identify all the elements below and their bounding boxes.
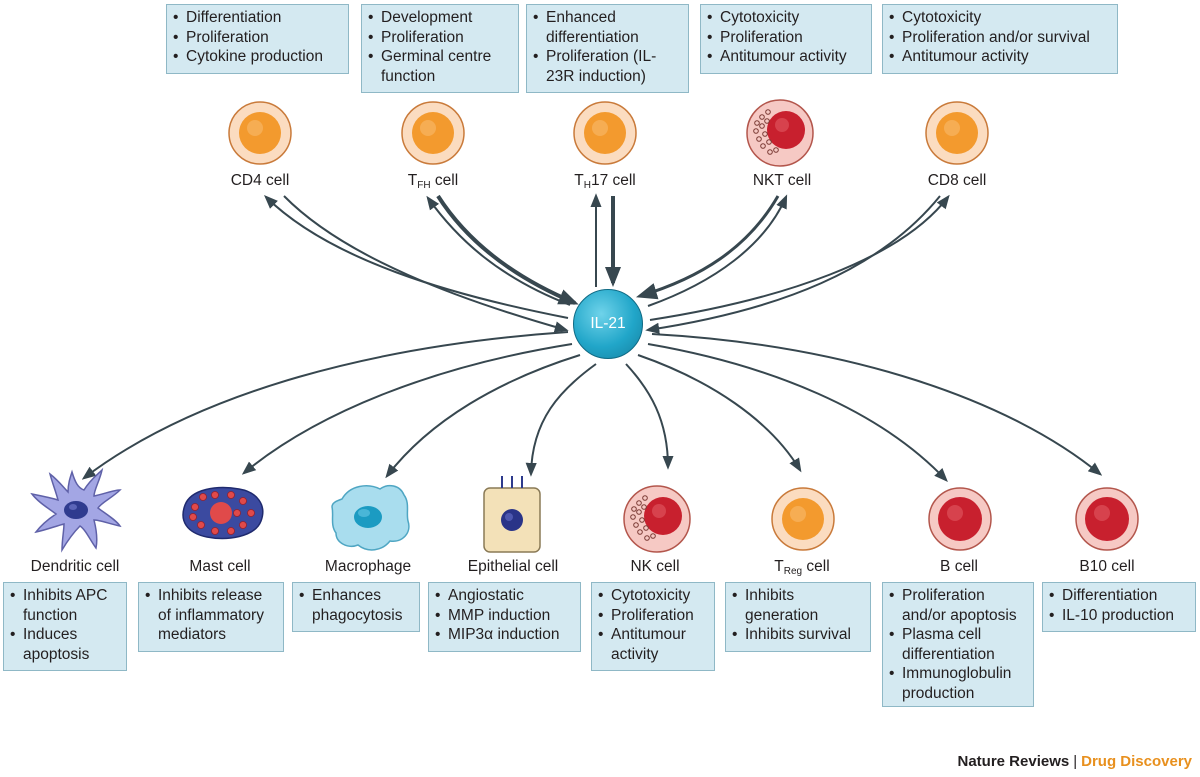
mast-cell-icon [182, 486, 264, 540]
effect-item: IL-10 production [1049, 606, 1189, 626]
effect-item: MMP induction [435, 606, 574, 626]
effect-item: Inhibits APC function [10, 586, 120, 625]
arrow-to-dendritic [81, 331, 569, 480]
effect-item: Proliferation [368, 28, 512, 48]
arrow-il21-to-tfh [426, 195, 571, 306]
effect-item: Immunoglobulin production [889, 664, 1027, 703]
cd8-cell-icon [925, 101, 989, 165]
effect-item: Proliferation (IL-23R induction) [533, 47, 682, 86]
effect-item: Proliferation [598, 606, 708, 626]
effect-item: Inhibits survival [732, 625, 864, 645]
arrow-cd4-to-il21 [283, 195, 569, 333]
box-treg-effects: Inhibits generation Inhibits survival [725, 582, 871, 652]
box-b-cell-effects: Proliferation and/or apoptosis Plasma ce… [882, 582, 1034, 707]
box-epithelial-effects: Angiostatic MMP induction MIP3α inductio… [428, 582, 581, 652]
arrow-to-bcell [647, 343, 948, 483]
box-tfh-effects: Development Proliferation Germinal centr… [361, 4, 519, 93]
arrow-to-treg [637, 354, 802, 473]
effect-item: Antitumour activity [707, 47, 865, 67]
arrow-nkt-to-il21 [635, 195, 780, 300]
journal-section: Drug Discovery [1081, 753, 1192, 770]
b10-cell-icon [1075, 487, 1139, 551]
cd8-cell-label: CD8 cell [927, 172, 987, 189]
effect-item: Proliferation [707, 28, 865, 48]
effect-item: Enhanced differentiation [533, 8, 682, 47]
box-nk-effects: Cytotoxicity Proliferation Antitumour ac… [591, 582, 715, 671]
nkt-cell-icon [746, 99, 814, 167]
th17-cell-icon [573, 101, 637, 165]
cd4-cell-label: CD4 cell [230, 172, 290, 189]
effect-item: Inhibits generation [732, 586, 864, 625]
journal-name: Nature Reviews [957, 753, 1070, 770]
mast-cell-label: Mast cell [189, 558, 251, 575]
effect-item: Inhibits release of inflammatory mediato… [145, 586, 277, 645]
cd4-cell-icon [228, 101, 292, 165]
effect-item: Plasma cell differentiation [889, 625, 1027, 664]
macrophage-icon [331, 484, 410, 551]
arrow-il21-to-cd4 [264, 195, 569, 319]
box-b10-effects: Differentiation IL-10 production [1042, 582, 1196, 632]
epithelial-cell-icon [483, 476, 541, 553]
treg-cell-icon [771, 487, 835, 551]
effect-item: Proliferation and/or survival [889, 28, 1111, 48]
arrow-il21-to-cd8 [649, 194, 950, 321]
effect-item: Enhances phagocytosis [299, 586, 413, 625]
b10-cell-label: B10 cell [1079, 558, 1135, 575]
b-cell-icon [928, 487, 992, 551]
arrow-il21-to-nkt [647, 194, 788, 307]
effect-item: Development [368, 8, 512, 28]
effect-item: Cytotoxicity [707, 8, 865, 28]
credit-separator: | [1073, 753, 1078, 770]
tfh-cell-icon [401, 101, 465, 165]
box-th17-effects: Enhanced differentiation Proliferation (… [526, 4, 689, 93]
effect-item: Angiostatic [435, 586, 574, 606]
effect-item: Cytotoxicity [889, 8, 1111, 28]
effect-item: Proliferation [173, 28, 342, 48]
effect-item: Cytotoxicity [598, 586, 708, 606]
box-mast-effects: Inhibits release of inflammatory mediato… [138, 582, 284, 652]
dendritic-cell-label: Dendritic cell [30, 558, 120, 575]
arrow-to-b10 [651, 333, 1103, 476]
arrow-to-mast [241, 343, 573, 475]
nk-cell-icon [623, 485, 691, 553]
effect-item: Antitumour activity [889, 47, 1111, 67]
il21-hub: IL-21 [573, 289, 643, 359]
effect-item: Induces apoptosis [10, 625, 120, 664]
treg-cell-label: TReg cell [774, 558, 830, 577]
arrow-tfh-to-il21 [436, 194, 579, 305]
epithelial-cell-label: Epithelial cell [467, 558, 559, 575]
journal-credit: Nature Reviews|Drug Discovery [958, 753, 1193, 770]
effect-item: Antitumour activity [598, 625, 708, 664]
box-dendritic-effects: Inhibits APC function Induces apoptosis [3, 582, 127, 671]
box-cd8-effects: Cytotoxicity Proliferation and/or surviv… [882, 4, 1118, 74]
effect-item: Proliferation and/or apoptosis [889, 586, 1027, 625]
nk-cell-label: NK cell [630, 558, 680, 575]
effect-item: Differentiation [173, 8, 342, 28]
effect-item: Cytokine production [173, 47, 342, 67]
arrow-to-epithelial [525, 363, 597, 477]
box-cd4-effects: Differentiation Proliferation Cytokine p… [166, 4, 349, 74]
dendritic-cell-icon [30, 467, 122, 553]
arrow-to-nk [625, 363, 674, 470]
arrow-cd8-to-il21 [645, 195, 941, 334]
tfh-cell-label: TFH cell [407, 172, 459, 191]
effect-item: Germinal centre function [368, 47, 512, 86]
box-nkt-effects: Cytotoxicity Proliferation Antitumour ac… [700, 4, 872, 74]
arrow-to-macrophage [385, 354, 581, 479]
nkt-cell-label: NKT cell [752, 172, 812, 189]
il21-label: IL-21 [590, 315, 626, 332]
effect-item: Differentiation [1049, 586, 1189, 606]
box-macrophage-effects: Enhances phagocytosis [292, 582, 420, 632]
macrophage-label: Macrophage [324, 558, 412, 575]
b-cell-label: B cell [940, 558, 978, 575]
th17-cell-label: TH17 cell [574, 172, 636, 191]
effect-item: MIP3α induction [435, 625, 574, 645]
